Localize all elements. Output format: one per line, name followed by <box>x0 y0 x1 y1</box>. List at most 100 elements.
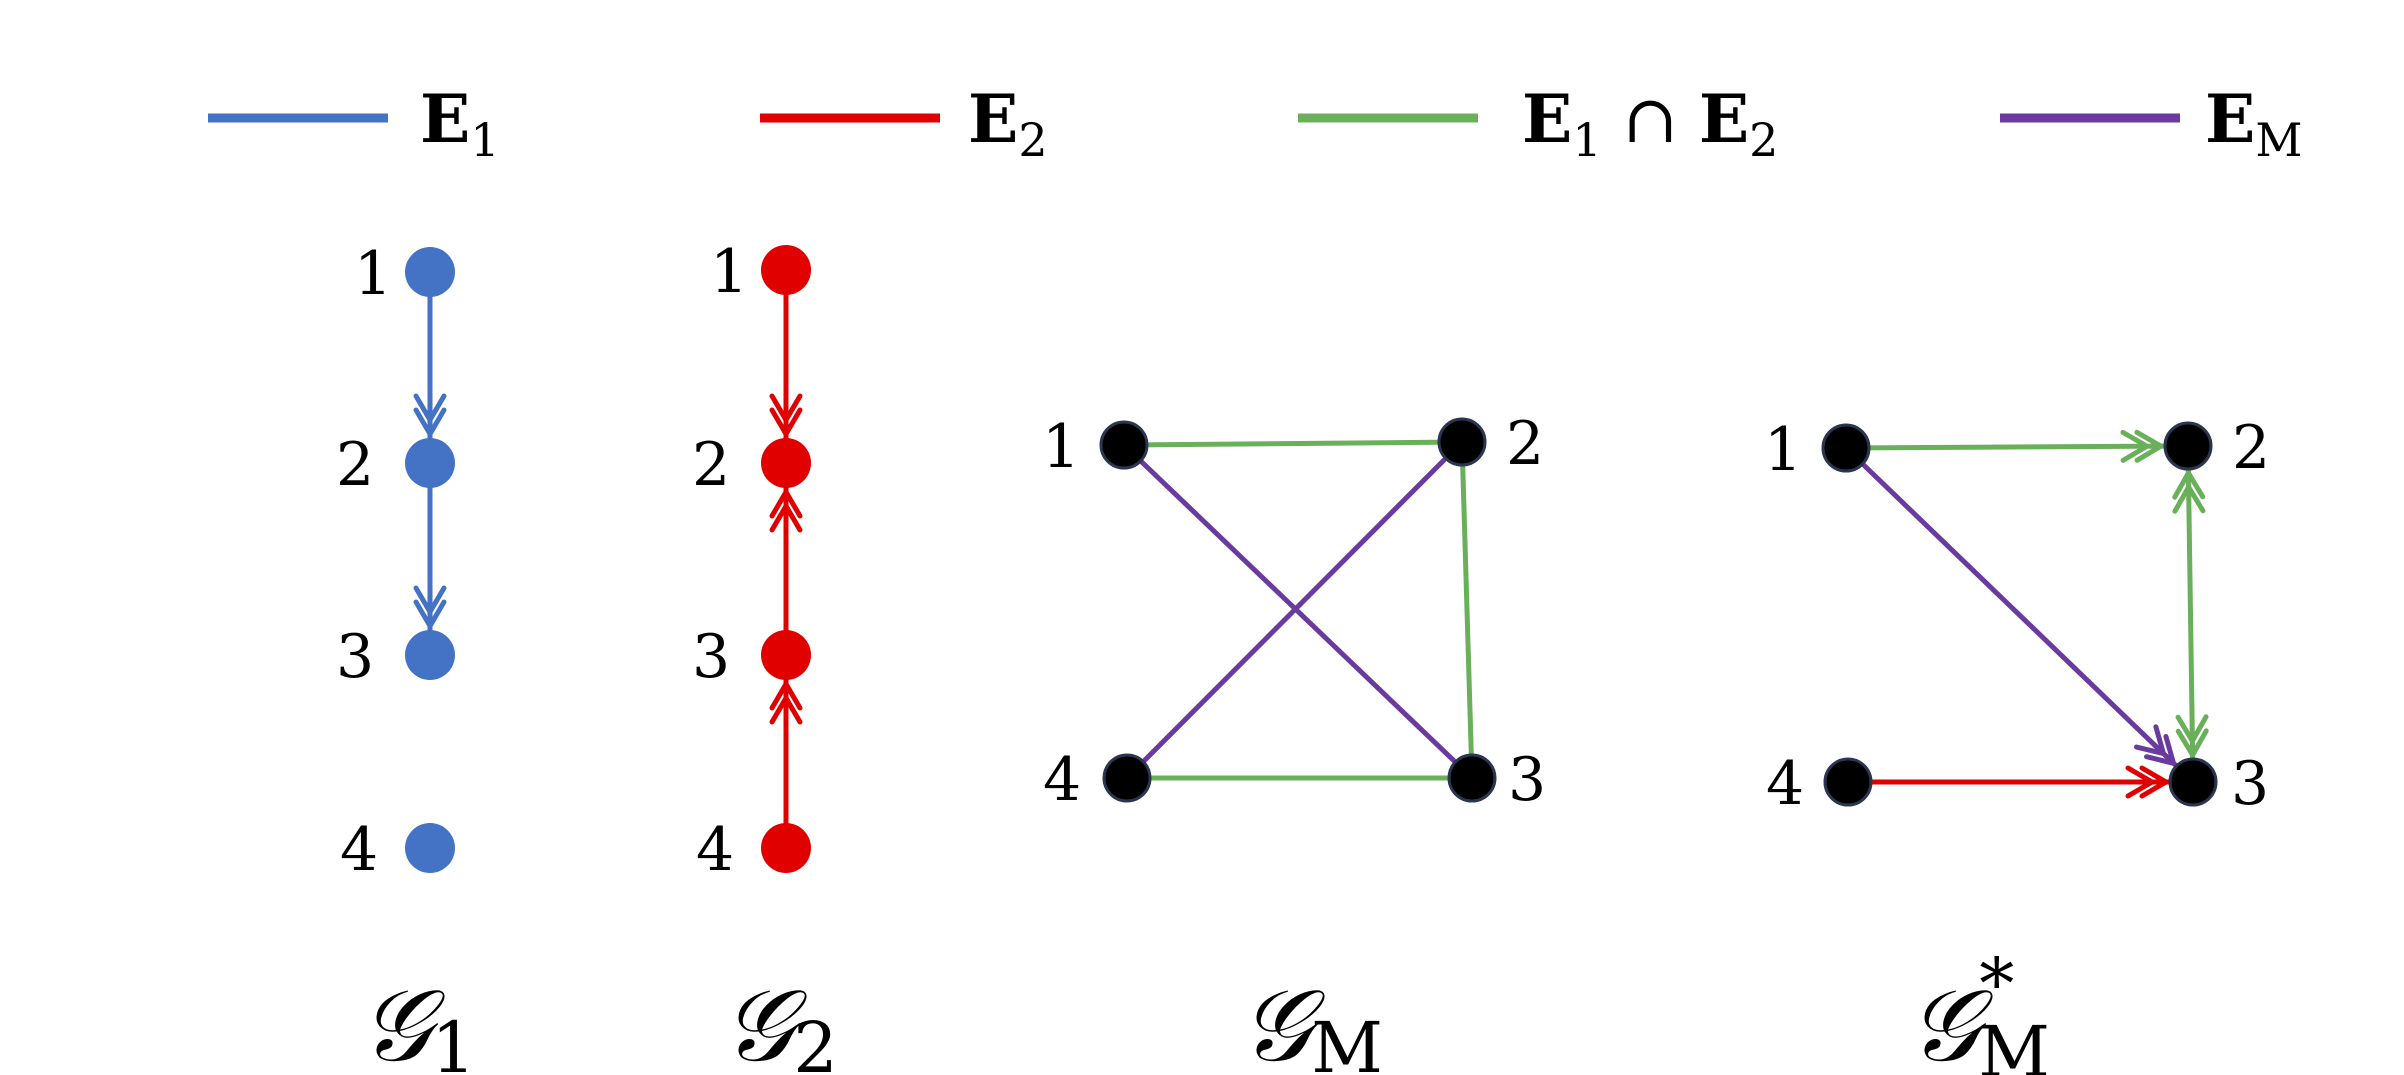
arrowhead-end <box>413 407 447 437</box>
graph-title-gm: 𝒢M <box>1240 967 1383 1075</box>
graph-gm: 1 2 3 4𝒢M <box>1042 409 1546 1075</box>
arrowhead-end-inner <box>2125 765 2155 799</box>
node-gm-3: 3 <box>1447 745 1546 815</box>
node-circle <box>2168 757 2218 807</box>
edge-line <box>1122 443 1474 780</box>
legend-label-em: EM <box>2205 80 2302 167</box>
arrowhead-end-inner <box>413 393 447 423</box>
node-gms-3: 3 <box>2168 749 2269 819</box>
nodes-gms: 1 2 3 4 <box>1764 413 2270 819</box>
arrowhead-start <box>2172 470 2206 500</box>
node-circle <box>405 438 455 488</box>
node-g1-2: 2 <box>336 430 455 500</box>
node-circle <box>1823 757 1873 807</box>
edge-gms-1-3 <box>1844 446 2195 784</box>
node-label: 3 <box>1508 745 1546 815</box>
arrowhead-end <box>769 489 803 519</box>
node-circle <box>1102 753 1152 803</box>
node-g1-1: 1 <box>354 239 455 309</box>
edge-line <box>2185 445 2196 783</box>
edges-gm <box>1122 439 1475 781</box>
graph-title-g1: 𝒢1 <box>360 967 476 1075</box>
legend-item-em: EM <box>2000 80 2302 167</box>
edges-g2 <box>769 270 803 848</box>
legend-item-intersection: E1 ∩ E2 <box>1298 80 1778 167</box>
node-label: 1 <box>1764 415 1802 485</box>
edges-g1 <box>413 272 447 655</box>
node-g2-4: 4 <box>696 815 811 885</box>
graph-title-gms: 𝒢*M <box>1908 943 2050 1075</box>
node-label: 2 <box>692 430 730 500</box>
node-g2-2: 2 <box>692 430 811 500</box>
arrowhead-end-inner <box>2175 714 2209 744</box>
legend-item-e1: E1 <box>208 80 500 167</box>
node-g2-3: 3 <box>692 622 811 692</box>
node-label: 3 <box>2231 749 2269 819</box>
node-g1-4: 4 <box>340 815 455 885</box>
node-gm-1: 1 <box>1042 412 1149 482</box>
node-label: 1 <box>1042 412 1080 482</box>
node-gms-1: 1 <box>1764 415 1871 485</box>
legend-label-e2: E2 <box>968 80 1048 167</box>
node-circle <box>405 823 455 873</box>
node-circle <box>405 247 455 297</box>
arrowhead-start-inner <box>2172 484 2206 514</box>
edge-line <box>1123 439 1463 448</box>
nodes-gm: 1 2 3 4 <box>1042 409 1546 815</box>
arrowhead-end <box>769 681 803 711</box>
edge-g2-4-3 <box>769 655 803 848</box>
edge-g2-1-2 <box>769 270 803 463</box>
node-gm-4: 4 <box>1043 745 1152 815</box>
edge-g2-3-2 <box>769 463 803 655</box>
node-gms-2: 2 <box>2163 413 2270 483</box>
node-g1-3: 3 <box>336 622 455 692</box>
node-label: 3 <box>336 622 374 692</box>
node-circle <box>1437 417 1487 467</box>
arrowhead-end-inner <box>769 503 803 533</box>
node-circle <box>761 438 811 488</box>
node-label: 4 <box>1766 749 1804 819</box>
arrowhead-end-inner <box>2133 724 2166 757</box>
node-circle <box>761 823 811 873</box>
graph-title-g2: 𝒢2 <box>722 967 838 1075</box>
arrowhead-end <box>2134 429 2164 463</box>
node-label: 1 <box>710 237 748 307</box>
legend-item-e2: E2 <box>760 80 1048 167</box>
node-label: 4 <box>1043 745 1081 815</box>
legend-label-e1: E1 <box>420 80 500 167</box>
node-circle <box>1447 753 1497 803</box>
arrowhead-end <box>2175 728 2209 758</box>
edge-gm-2-3 <box>1459 441 1475 779</box>
edge-gm-1-2 <box>1123 439 1463 448</box>
edge-gm-1-3 <box>1122 443 1474 780</box>
node-circle <box>1099 420 1149 470</box>
edges-gms <box>1844 429 2209 799</box>
node-label: 2 <box>2232 413 2270 483</box>
arrowhead-end-inner <box>769 695 803 725</box>
arrowhead-end-inner <box>413 585 447 615</box>
edge-g1-1-2 <box>413 272 447 463</box>
arrowhead-end-inner <box>2120 429 2150 463</box>
edge-gms-1-2 <box>1845 429 2189 463</box>
edge-line <box>1845 443 2189 451</box>
graph-gms: 1 2 3 4𝒢*M <box>1764 413 2270 1075</box>
edge-line <box>1844 446 2195 784</box>
node-label: 1 <box>354 239 392 309</box>
node-circle <box>2163 421 2213 471</box>
legend-label-intersection: E1 ∩ E2 <box>1522 80 1778 167</box>
graph-g1: 1 2 3 4𝒢1 <box>336 239 476 1075</box>
node-circle <box>1821 423 1871 473</box>
arrowhead-end-inner <box>769 393 803 423</box>
node-label: 4 <box>696 815 734 885</box>
node-g2-1: 1 <box>710 237 811 307</box>
arrowhead-end <box>769 407 803 437</box>
graph-g2: 1 2 3 4𝒢2 <box>692 237 838 1075</box>
edge-gm-4-2 <box>1125 440 1464 780</box>
edge-line <box>1459 441 1475 779</box>
graphs: 1 2 3 4𝒢1 1 2 3 4𝒢2 1 2 3 4𝒢M 1 2 3 4𝒢*M <box>336 237 2270 1075</box>
node-circle <box>405 630 455 680</box>
node-label: 3 <box>692 622 730 692</box>
node-circle <box>761 245 811 295</box>
node-gm-2: 2 <box>1437 409 1544 479</box>
